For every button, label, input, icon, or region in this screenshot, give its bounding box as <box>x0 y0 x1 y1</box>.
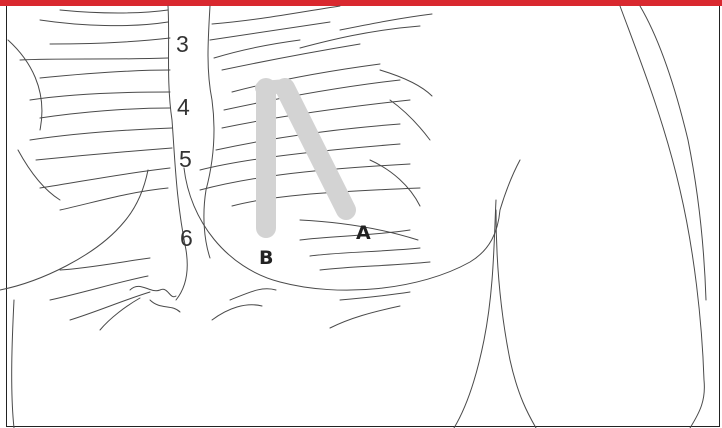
rib-label-3: 3 <box>176 31 189 57</box>
rib-label-6: 6 <box>180 225 193 251</box>
electrode-label-a: A <box>356 222 371 244</box>
rib-label-5: 5 <box>179 146 192 172</box>
lead-strip-a <box>285 88 346 210</box>
electrode-label-b: B <box>259 247 273 269</box>
rib-label-4: 4 <box>177 94 190 120</box>
lead-strip-junction <box>262 86 287 88</box>
lead-strips <box>262 86 346 228</box>
